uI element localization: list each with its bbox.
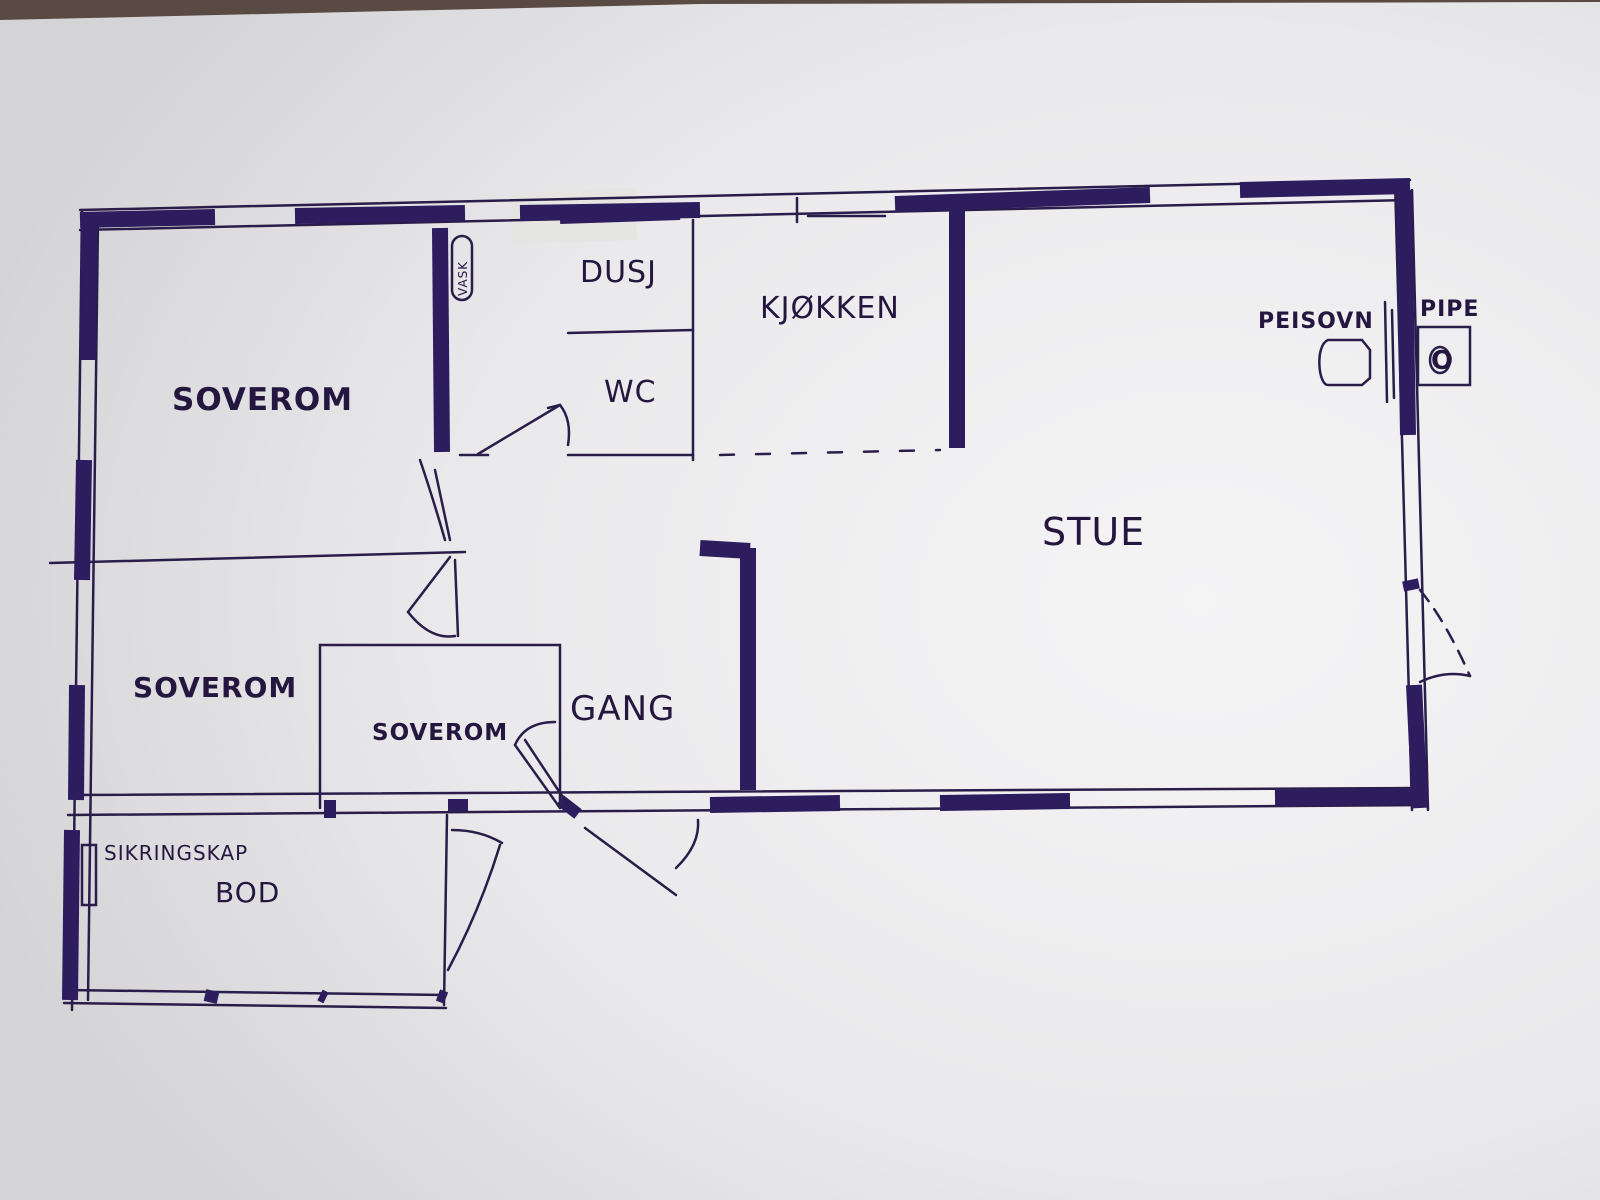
vask-sink-outline [450,234,474,302]
thick-wall-segments [62,178,1428,1001]
vask-label: VASK [456,261,470,296]
room-label-gang: GANG [570,689,675,729]
room-label-dusj: DUSJ [580,255,657,290]
fixture-label-pipe: PIPE [1420,297,1479,322]
room-label-soverom-2: SOVEROM [133,671,297,704]
room-label-wc: WC [604,375,657,410]
room-label-soverom-1: SOVEROM [172,382,353,418]
small-wall-stubs [203,208,681,1004]
table-edge [0,0,1600,20]
fixture-label-peisovn: PEISOVN [1258,309,1374,334]
thin-wall-lines [48,178,1472,1012]
fixture-label-sikringskap: SIKRINGSKAP [104,841,248,865]
room-label-kjokken: KJØKKEN [760,291,900,326]
room-label-soverom-3: SOVEROM [372,720,508,746]
fixture-label-pipe-symbol: O [1431,346,1454,376]
room-label-stue: STUE [1042,510,1145,554]
door-swings [406,403,1472,972]
room-label-bod: BOD [215,876,280,909]
